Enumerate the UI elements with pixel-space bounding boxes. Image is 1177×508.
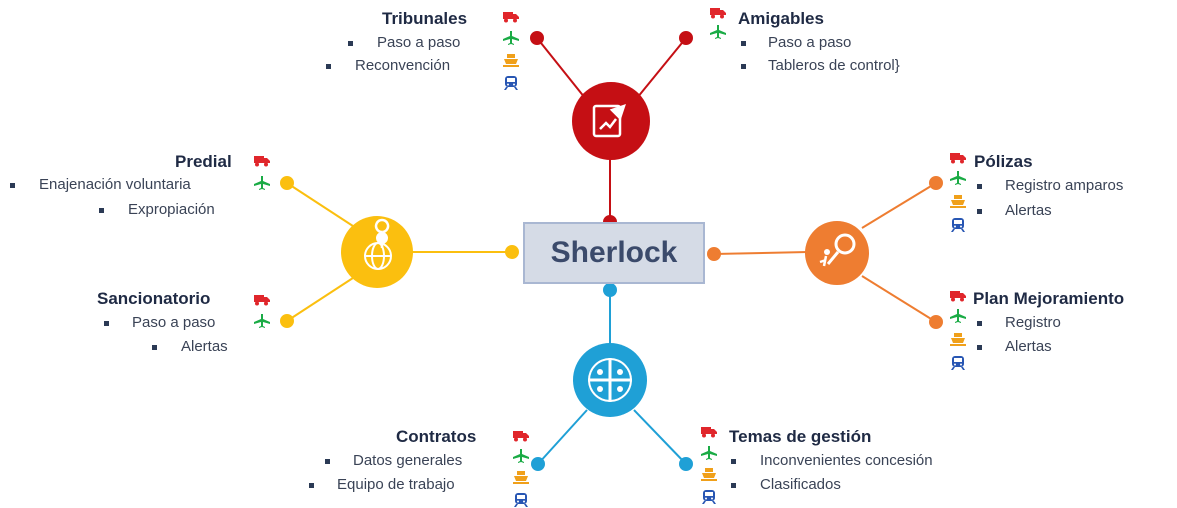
amigables-item-2: Tableros de control} [768, 57, 900, 74]
sancionatorio-item-1: Paso a paso [132, 314, 216, 331]
bullet [741, 64, 746, 69]
truck-icon [950, 291, 966, 302]
train-icon [504, 76, 518, 90]
predial-title: Predial [175, 152, 232, 171]
globe-pin-icon [364, 218, 392, 270]
contratos-title: Contratos [396, 427, 477, 446]
bullet [152, 345, 157, 350]
plane-icon [254, 314, 270, 328]
truck-icon [710, 8, 726, 19]
temas-item-2: Clasificados [760, 476, 841, 493]
contratos-item-2: Equipo de trabajo [337, 476, 455, 493]
predial-item-2: Expropiación [128, 201, 215, 218]
center-label: Sherlock [550, 236, 678, 269]
temas-title: Temas de gestión [729, 427, 872, 446]
center-node: Sherlock [523, 222, 705, 284]
yellow-connectors [280, 176, 519, 328]
plane-icon [254, 176, 270, 190]
amigables-title: Amigables [738, 9, 824, 28]
plan-title: Plan Mejoramiento [973, 289, 1125, 308]
ship-icon [503, 54, 519, 67]
ship-icon [513, 471, 529, 484]
amigables-item-1: Paso a paso [768, 34, 852, 51]
bullet [977, 345, 982, 350]
plane-icon [950, 171, 966, 185]
bullet [348, 41, 353, 46]
yellow-hub [341, 216, 413, 288]
blue-hub [573, 343, 647, 417]
blue-connectors [531, 283, 693, 471]
bullet [309, 483, 314, 488]
truck-icon [950, 153, 966, 164]
bullet [731, 459, 736, 464]
truck-icon [503, 12, 519, 23]
contratos-item-1: Datos generales [353, 452, 463, 469]
polizas-item-1: Registro amparos [1005, 177, 1124, 194]
orange-hub [805, 221, 869, 285]
bullet [325, 459, 330, 464]
train-icon [702, 490, 716, 504]
bullet [99, 208, 104, 213]
bullet [977, 321, 982, 326]
tribunales-title: Tribunales [382, 9, 468, 28]
plane-icon [513, 449, 529, 463]
temas-item-1: Inconvenientes concesión [760, 452, 933, 469]
bullet [10, 183, 15, 188]
sancionatorio-title: Sancionatorio [97, 289, 211, 308]
bullet [326, 64, 331, 69]
polizas-title: Pólizas [974, 152, 1033, 171]
ship-icon [950, 195, 966, 208]
train-icon [951, 218, 965, 232]
plane-icon [503, 31, 519, 45]
sancionatorio-item-2: Alertas [181, 338, 228, 355]
bullet [741, 41, 746, 46]
plan-item-1: Registro [1005, 314, 1061, 331]
bullet [977, 184, 982, 189]
bullet [731, 483, 736, 488]
truck-icon [701, 427, 717, 438]
dashboard-quadrants-icon [588, 358, 632, 402]
truck-icon [513, 431, 529, 442]
predial-item-1: Enajenación voluntaria [39, 176, 191, 193]
ship-icon [950, 333, 966, 346]
red-hub [572, 82, 650, 160]
orange-connectors [707, 176, 943, 329]
plan-item-2: Alertas [1005, 338, 1052, 355]
ship-icon [701, 468, 717, 481]
tribunales-item-2: Reconvención [355, 57, 451, 74]
plane-icon [950, 309, 966, 323]
truck-icon [254, 156, 270, 167]
polizas-item-2: Alertas [1005, 202, 1052, 219]
train-icon [951, 356, 965, 370]
edit-document-icon [592, 104, 626, 138]
tribunales-item-1: Paso a paso [377, 34, 461, 51]
train-icon [514, 493, 528, 507]
plane-icon [701, 446, 717, 460]
plane-icon [710, 25, 726, 39]
magnifier-person-icon [819, 233, 856, 267]
bullet [977, 209, 982, 214]
bullet [104, 321, 109, 326]
truck-icon [254, 295, 270, 306]
